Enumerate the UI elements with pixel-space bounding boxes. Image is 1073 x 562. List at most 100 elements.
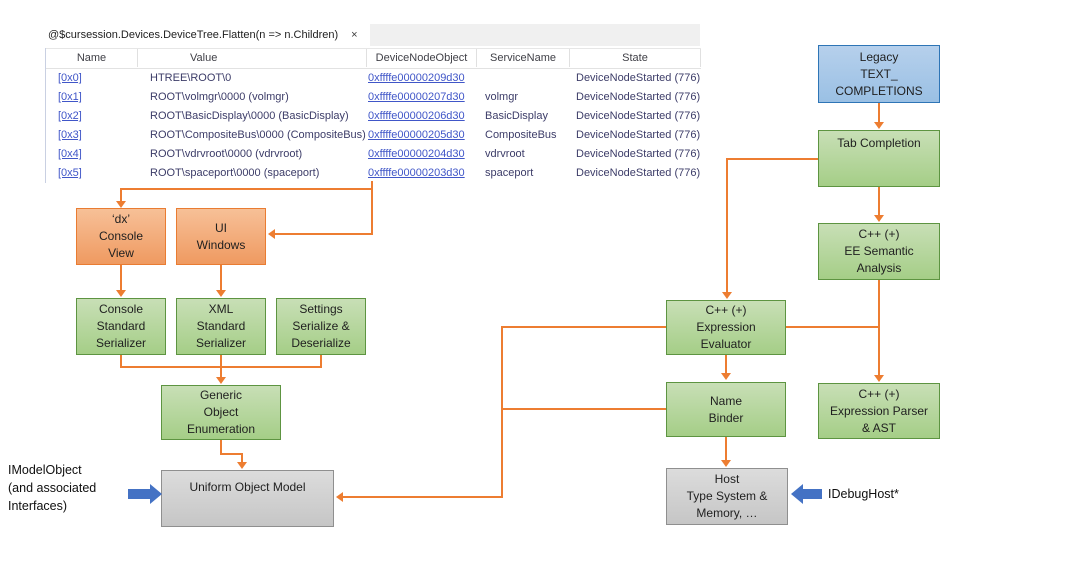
arrowhead-left [336,492,343,502]
row-devicenode-link[interactable]: 0xffffe00000205d30 [368,129,465,141]
row-devicenode-link[interactable]: 0xffffe00000203d30 [368,167,465,179]
row-value-cell: HTREE\ROOT\0 [150,72,232,84]
connector-line [220,440,222,455]
connector-line [220,453,243,455]
connector-line [343,496,502,498]
row-devicenode-link[interactable]: 0xffffe00000206d30 [368,110,465,122]
row-name-link[interactable]: [0x4] [58,148,82,160]
arrowhead-left [268,229,275,239]
arrowhead-down [116,201,126,208]
row-state-cell: DeviceNodeStarted (776) [576,129,701,141]
connector-line [220,355,222,367]
row-service-cell: CompositeBus [485,129,557,141]
connector-line [220,265,222,290]
table-header-row: Name Value DeviceNodeObject ServiceName … [46,48,701,69]
connector-line [502,326,666,328]
connector-line [501,326,503,498]
row-service-cell: volmgr [485,91,519,103]
row-devicenode-link[interactable]: 0xffffe00000209d30 [368,72,465,84]
row-name-link[interactable]: [0x2] [58,110,82,122]
connector-line [502,408,666,410]
tab-device-tree-query[interactable]: @$cursession.Devices.DeviceTree.Flatten(… [38,24,370,46]
row-devicenode-link[interactable]: 0xffffe00000204d30 [368,148,465,160]
connector-line [371,181,373,190]
connector-line [878,187,880,215]
table-row: [0x5] ROOT\spaceport\0000 (spaceport) 0x… [46,164,701,183]
box-dx-console-view: ‘dx’ Console View [76,208,166,265]
box-name-binder: Name Binder [666,382,786,437]
box-ee-semantic-analysis: C++ (+) EE Semantic Analysis [818,223,940,280]
box-tab-completion: Tab Completion [818,130,940,187]
row-state-cell: DeviceNodeStarted (776) [576,148,701,160]
box-expression-parser-ast: C++ (+) Expression Parser & AST [818,383,940,439]
table-row: [0x4] ROOT\vdrvroot\0000 (vdrvroot) 0xff… [46,145,701,164]
column-header-name[interactable]: Name [46,49,138,67]
tab-bar: @$cursession.Devices.DeviceTree.Flatten(… [38,24,700,46]
row-service-cell: vdrvroot [485,148,525,160]
column-header-servicename[interactable]: ServiceName [477,49,570,67]
connector-line [220,366,222,377]
connector-line [727,158,818,160]
device-tree-table: Name Value DeviceNodeObject ServiceName … [45,48,701,183]
connector-line [120,355,122,367]
row-name-link[interactable]: [0x1] [58,91,82,103]
arrowhead-down [721,460,731,467]
box-legacy-text-completions: Legacy TEXT_ COMPLETIONS [818,45,940,103]
idebughost-arrow-body [803,489,822,499]
box-ui-windows: UI Windows [176,208,266,265]
arrowhead-down [216,290,226,297]
arrowhead-down [721,373,731,380]
row-value-cell: ROOT\vdrvroot\0000 (vdrvroot) [150,148,303,160]
row-devicenode-link[interactable]: 0xffffe00000207d30 [368,91,465,103]
connector-line [786,326,879,328]
connector-line [275,233,372,235]
box-host-type-system: Host Type System & Memory, … [666,468,788,525]
box-uniform-object-model: Uniform Object Model [161,470,334,527]
table-body: [0x0] HTREE\ROOT\0 0xffffe00000209d30 De… [46,69,701,183]
imodelobject-arrow-body [128,489,150,499]
column-header-devicenodeobject[interactable]: DeviceNodeObject [367,49,477,67]
row-value-cell: ROOT\volmgr\0000 (volmgr) [150,91,289,103]
row-state-cell: DeviceNodeStarted (776) [576,72,701,84]
row-name-link[interactable]: [0x5] [58,167,82,179]
row-value-cell: ROOT\spaceport\0000 (spaceport) [150,167,320,179]
row-value-cell: ROOT\CompositeBus\0000 (CompositeBus) [150,129,366,141]
table-row: [0x1] ROOT\volmgr\0000 (volmgr) 0xffffe0… [46,88,701,107]
row-state-cell: DeviceNodeStarted (776) [576,91,701,103]
table-row: [0x3] ROOT\CompositeBus\0000 (CompositeB… [46,126,701,145]
row-value-cell: ROOT\BasicDisplay\0000 (BasicDisplay) [150,110,349,122]
row-state-cell: DeviceNodeStarted (776) [576,167,701,179]
connector-line [878,103,880,122]
row-name-link[interactable]: [0x0] [58,72,82,84]
row-name-link[interactable]: [0x3] [58,129,82,141]
arrowhead-down [216,377,226,384]
box-xml-standard-serializer: XML Standard Serializer [176,298,266,355]
connector-line [371,188,373,235]
arrowhead-down [237,462,247,469]
tab-title: @$cursession.Devices.DeviceTree.Flatten(… [48,29,339,41]
column-header-state[interactable]: State [570,49,701,67]
arrowhead-down [116,290,126,297]
row-service-cell: spaceport [485,167,534,179]
row-service-cell [477,69,570,88]
connector-line [120,265,122,290]
arrowhead-down [874,215,884,222]
table-row: [0x2] ROOT\BasicDisplay\0000 (BasicDispl… [46,107,701,126]
connector-line [121,188,372,190]
box-console-standard-serializer: Console Standard Serializer [76,298,166,355]
arrowhead-down [722,292,732,299]
box-settings-serialize-deserialize: Settings Serialize & Deserialize [276,298,366,355]
column-header-value[interactable]: Value [138,49,367,67]
idebughost-arrow-left-icon [791,484,803,504]
connector-line [241,453,243,462]
close-icon[interactable]: × [351,29,358,41]
idebughost-label: IDebugHost* [828,487,899,501]
connector-line [726,158,728,292]
connector-line [878,280,880,375]
connector-line [725,437,727,460]
row-service-cell: BasicDisplay [485,110,548,122]
connector-line [120,188,122,201]
arrowhead-down [874,375,884,382]
imodelobject-arrow-right-icon [150,484,162,504]
